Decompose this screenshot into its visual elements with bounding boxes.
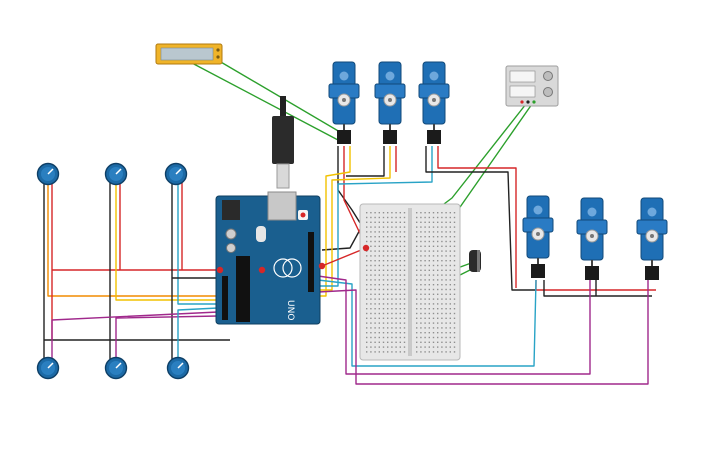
- capacitor-icon[interactable]: [469, 250, 481, 272]
- wire-black[interactable]: [425, 146, 536, 291]
- potentiometer-icon[interactable]: [104, 356, 128, 380]
- wire-black[interactable]: [346, 146, 385, 177]
- wire-purple[interactable]: [51, 311, 219, 360]
- potentiometer-icon[interactable]: [36, 162, 60, 186]
- potentiometer-icon[interactable]: [164, 162, 188, 186]
- servo-motor-icon[interactable]: [374, 61, 406, 144]
- wire-cyan[interactable]: [177, 307, 219, 360]
- wire-purple[interactable]: [317, 275, 591, 375]
- servo-motor-icon[interactable]: [328, 61, 360, 144]
- wire-orange[interactable]: [47, 182, 218, 297]
- servo-motor-icon[interactable]: [418, 61, 450, 144]
- power-supply-icon[interactable]: [505, 65, 559, 107]
- lcd-display-icon[interactable]: [155, 43, 223, 65]
- wire-yellow[interactable]: [318, 146, 351, 297]
- wire-yellow[interactable]: [318, 146, 391, 291]
- arduino-uno-icon[interactable]: UNO: [215, 191, 321, 325]
- wire-yellow[interactable]: [115, 182, 218, 301]
- wire-cyan[interactable]: [177, 182, 218, 305]
- potentiometers-group: [36, 162, 190, 380]
- potentiometer-icon[interactable]: [166, 356, 190, 380]
- servos-group: [328, 61, 668, 280]
- wire-cyan[interactable]: [317, 279, 537, 367]
- wire-purple[interactable]: [317, 280, 649, 385]
- wire-junction-dot: [258, 266, 266, 274]
- wire-red[interactable]: [437, 146, 517, 288]
- breadboard-icon[interactable]: [359, 203, 461, 361]
- arduino-board-label: UNO: [285, 300, 295, 320]
- wire-purple[interactable]: [115, 315, 219, 360]
- potentiometer-icon[interactable]: [36, 356, 60, 380]
- breadboard-holes: [366, 212, 456, 353]
- wire-black[interactable]: [321, 146, 363, 251]
- wire-green[interactable]: [213, 57, 341, 133]
- wire-green[interactable]: [189, 61, 339, 141]
- servo-motor-icon[interactable]: [636, 197, 668, 280]
- wire-junction-dot: [216, 266, 224, 274]
- wire-cyan[interactable]: [318, 146, 433, 287]
- junction-dots: [216, 244, 370, 274]
- wire-black[interactable]: [543, 280, 652, 297]
- usb-cable-icon: [272, 96, 294, 189]
- wire-red[interactable]: [343, 146, 367, 247]
- servo-motor-icon[interactable]: [522, 195, 554, 278]
- wire-junction-dot: [362, 244, 370, 252]
- servo-motor-icon[interactable]: [576, 197, 608, 280]
- wire-junction-dot: [318, 262, 326, 270]
- potentiometer-icon[interactable]: [104, 162, 128, 186]
